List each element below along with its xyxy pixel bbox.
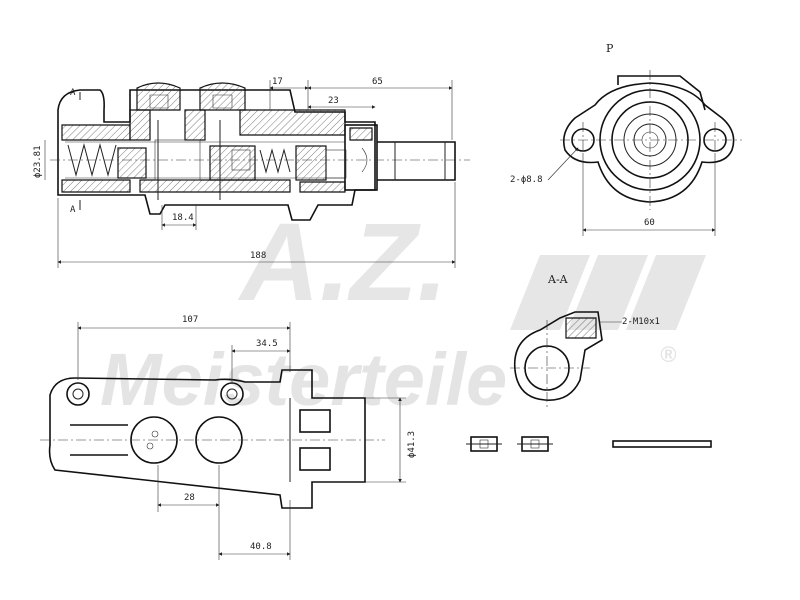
top-view: 107 34.5 ϕ41.3 28 40.8	[40, 315, 417, 560]
dim-65: 65	[372, 77, 383, 87]
dim-mounting-holes: 2-ϕ8.8	[510, 175, 543, 185]
dim-18-4: 18.4	[172, 213, 194, 223]
small-parts	[466, 436, 712, 452]
dim-41-3: ϕ41.3	[407, 431, 417, 458]
section-a-a-title: A-A	[547, 273, 569, 286]
dim-28: 28	[184, 493, 195, 503]
watermark-stripes	[510, 255, 706, 330]
dim-23: 23	[328, 96, 339, 106]
longitudinal-section-view: A A ϕ23.81 17 65 23 18.4 188	[33, 77, 470, 268]
dim-bore-diameter: ϕ23.81	[33, 145, 43, 178]
dim-60: 60	[644, 218, 655, 228]
flange-view-p: P 2-ϕ8.8 60	[510, 42, 742, 236]
flange-view-title: P	[606, 42, 614, 55]
dim-thread: 2-M10x1	[622, 317, 660, 327]
watermark-registered-mark: ®	[660, 342, 677, 367]
dim-188: 188	[250, 251, 266, 261]
dim-40-8: 40.8	[250, 542, 272, 552]
section-marker-a-top: A	[70, 88, 76, 98]
watermark: A.Z. Meisterteile ®	[100, 201, 706, 421]
dim-107: 107	[182, 315, 198, 325]
dim-34-5: 34.5	[256, 339, 278, 349]
watermark-logo-text: A.Z.	[237, 201, 448, 324]
dim-17: 17	[272, 77, 283, 87]
section-a-a-view: A-A 2-M10x1	[510, 273, 660, 410]
section-marker-a-bottom: A	[70, 205, 76, 215]
